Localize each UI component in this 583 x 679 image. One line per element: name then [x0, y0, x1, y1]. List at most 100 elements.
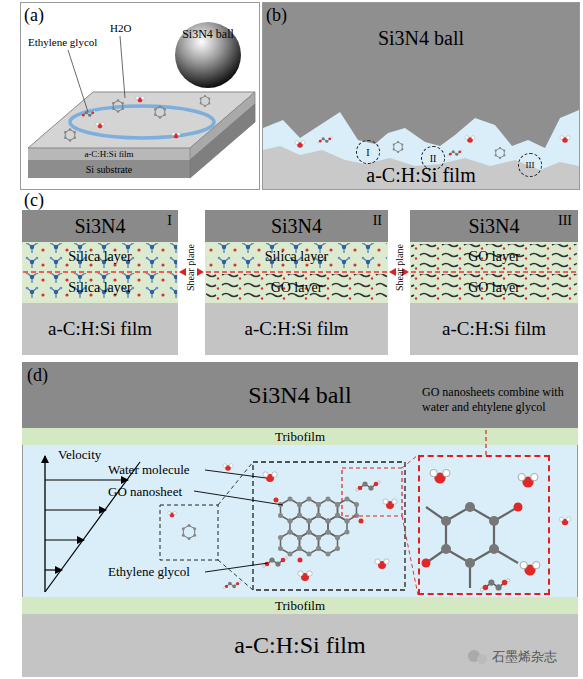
node-text: (d)	[27, 365, 48, 386]
layer-band: GO layer	[410, 242, 578, 272]
glycol-molecule	[356, 481, 381, 492]
panel-b-illustration	[263, 3, 579, 189]
node-text: II	[373, 213, 382, 229]
water-molecule	[518, 473, 538, 487]
velocity-arrow	[45, 509, 106, 510]
callout-label: Water molecule	[108, 462, 190, 478]
node-text: Si3N4	[74, 215, 125, 238]
node-text: Si substrate	[86, 164, 132, 175]
glycol-molecule	[223, 581, 240, 588]
water-molecule	[263, 472, 277, 482]
go-ring	[316, 530, 340, 557]
layer-band: GO layer	[205, 272, 388, 303]
velocity-arrow	[45, 479, 128, 480]
water-molecule	[375, 559, 389, 569]
panel-frame: (b)Si3N4 balla-C:H:Si filmIIIIII	[262, 2, 580, 190]
go-ring	[278, 530, 302, 557]
go-sheet	[182, 524, 196, 540]
go-ring	[278, 497, 302, 524]
node-text: Si3N4 ball	[378, 27, 464, 50]
zoom-source-box	[160, 505, 218, 560]
node-text: Si3N4	[271, 215, 322, 238]
water-molecule	[560, 136, 570, 143]
leader-line	[205, 470, 266, 478]
node-text: Silica layer	[265, 249, 328, 265]
water-molecule	[168, 511, 177, 517]
zoom-detail-box: GO nanosheets combine with water and eht…	[418, 455, 550, 595]
silica-molecules	[23, 243, 177, 272]
water-molecule	[520, 561, 540, 575]
film-band: a-C:H:Si film	[410, 303, 578, 355]
oxygen-group	[298, 558, 303, 563]
panel-frame: (a) Si3N4 ball a-C:H:Si film Si substrate	[20, 2, 260, 190]
shear-arrow	[179, 268, 186, 276]
node-text: GO layer	[271, 280, 323, 296]
counterface-band: Si3N4	[205, 210, 388, 242]
glycol-molecule	[480, 579, 510, 592]
film-band: a-C:H:Si film	[22, 614, 578, 677]
substrate-layer: Si substrate	[28, 160, 190, 178]
go-ring	[335, 497, 359, 524]
ball-region: Si3N4 ball	[262, 3, 580, 73]
zoom-line	[218, 560, 253, 590]
node-text: (a)	[24, 5, 44, 26]
film-layer: a-C:H:Si film	[28, 148, 190, 160]
glycol-molecule	[318, 137, 333, 143]
water-molecule	[559, 517, 570, 525]
velocity-arrow	[45, 539, 84, 540]
oxygen-group	[359, 519, 364, 524]
shear-plane-label: Shear plane	[394, 244, 405, 291]
node-text: GO layer	[468, 249, 520, 265]
ball-asperity	[263, 3, 579, 148]
watermark: 石墨烯杂志	[492, 648, 557, 666]
callout-label: GO nanosheet	[108, 484, 182, 500]
layer-band: Silica layer	[22, 272, 178, 303]
zone-circle: III	[518, 153, 542, 177]
oxygen-group	[514, 503, 523, 512]
zoom-line	[402, 455, 418, 468]
shear-plane-label: Shear plane	[185, 244, 196, 291]
zoom-line	[218, 462, 253, 505]
zone-circle: I	[356, 140, 380, 164]
node-text: a-C:H:Si film	[84, 148, 133, 160]
node-text: a-C:H:Si film	[245, 318, 349, 340]
node-text: Si3N4 ball	[182, 27, 234, 42]
go-ring	[288, 513, 312, 540]
layer-band: Silica layer	[205, 242, 388, 272]
water-molecule	[430, 469, 450, 483]
panel-label: (c)	[24, 190, 44, 211]
node-text: Si3N4 ball	[248, 382, 351, 409]
node-text: GO layer	[468, 280, 520, 296]
go-ring	[326, 513, 350, 540]
node-text: I	[167, 213, 172, 229]
silica-molecules	[23, 273, 177, 302]
node-text: III	[526, 160, 535, 170]
node-text: a-C:H:Si film	[442, 318, 546, 340]
velocity-arrow	[45, 569, 62, 570]
silica-molecules	[206, 243, 387, 272]
glycol-molecule	[263, 557, 288, 568]
node-text: a-C:H:Si film	[48, 318, 152, 340]
axis-label: Velocity	[58, 447, 101, 463]
go-ring	[316, 497, 340, 524]
tribofilm-band: Tribofilm	[22, 428, 578, 445]
counterface-band: Si3N4	[22, 210, 178, 242]
layer-band: Silica layer	[22, 242, 178, 272]
subpanel-frame: II Si3N4Silica layer GO layer a-C:H:Si film	[205, 210, 388, 355]
node-text: II	[430, 153, 437, 164]
lubricant-region	[23, 445, 577, 597]
callout-label: Ethylene glycol	[28, 36, 97, 48]
node-text: Silica layer	[68, 280, 131, 296]
node-text: Tribofilm	[275, 598, 325, 614]
node-text: Si3N4	[468, 215, 519, 238]
tribofilm-band: Tribofilm	[22, 597, 578, 614]
leader-line	[194, 491, 283, 505]
node-text: a-C:H:Si film	[366, 164, 475, 187]
water-molecule	[465, 136, 475, 143]
node-text: I	[366, 147, 369, 158]
zoom-box	[253, 462, 405, 590]
go-ring	[297, 497, 321, 524]
callout-label: Ethylene glycol	[108, 564, 190, 580]
go-sheet	[393, 141, 404, 153]
